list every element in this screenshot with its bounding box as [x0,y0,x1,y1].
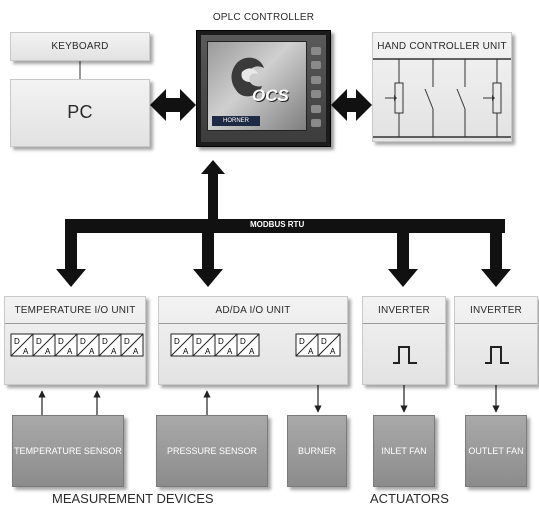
converter-bottom-label: A [111,347,117,356]
inverter-1-label: INVERTER [378,305,430,316]
adda-io-label: AD/DA I/O UNIT [215,305,291,316]
pc-label: PC [67,102,93,122]
temperature-io-label: TEMPERATURE I/O UNIT [14,305,136,316]
inverter-2-label: INVERTER [470,305,522,316]
inverter-2-box: INVERTER [454,296,538,385]
da-converter-icon: DA [317,333,341,357]
da-converter-icon: DA [170,333,194,357]
outlet-fan-box: OUTLET FAN [465,415,527,487]
keyboard-label: KEYBOARD [51,41,109,52]
da-converter-icon: DA [98,333,122,357]
controller-key [311,104,321,113]
modbus-bus [56,160,511,287]
converter-top-label: D [174,337,180,346]
da-converter-icon: DA [236,333,260,357]
converter-top-label: D [299,337,305,346]
temperature-io-divider [5,323,145,324]
da-converter-icon: DA [214,333,238,357]
converter-top-label: D [58,337,64,346]
pulse-icon [485,346,509,364]
converter-bottom-label: A [330,347,336,356]
temperature-sensor-box: TEMPERATURE SENSOR [12,415,124,487]
ocs-logo-icon [231,57,264,97]
controller-key [311,47,321,55]
converter-bottom-label: A [227,347,233,356]
controller-maker: HORNER [212,116,260,126]
burner-box: BURNER [287,415,347,487]
converter-bottom-label: A [308,347,314,356]
hand-controller-box: HAND CONTROLLER UNIT [372,32,512,142]
controller-key [311,118,321,127]
switch-schematic-icon [373,58,511,138]
controller-hand-arrow [331,89,372,121]
controller-screen: OCS HORNER [207,41,307,131]
pc-box: PC [10,79,150,147]
converter-top-label: D [102,337,108,346]
controller-key [311,61,321,70]
inverter-1-divider [363,323,445,324]
da-converter-icon: DA [54,333,78,357]
converter-bottom-label: A [67,347,73,356]
measurement-devices-caption: MEASUREMENT DEVICES [52,491,214,506]
oplc-controller: OCS HORNER [196,30,331,147]
da-converter-icon: DA [192,333,216,357]
actuators-caption: ACTUATORS [370,491,449,506]
bus-label: MODBUS RTU [250,220,305,229]
adda-io-divider [159,323,347,324]
da-converter-icon: DA [295,333,319,357]
converter-bottom-label: A [23,347,29,356]
converter-top-label: D [124,337,130,346]
converter-top-label: D [36,337,42,346]
converter-top-label: D [14,337,20,346]
converter-bottom-label: A [133,347,139,356]
controller-key [311,90,321,99]
da-converter-icon: DA [120,333,144,357]
converter-top-label: D [218,337,224,346]
converter-bottom-label: A [205,347,211,356]
da-converter-icon: DA [76,333,100,357]
converter-bottom-label: A [45,347,51,356]
controller-keypad [311,47,321,127]
hand-controller-label: HAND CONTROLLER UNIT [377,41,507,52]
inlet-fan-box: INLET FAN [373,415,435,487]
keyboard-box: KEYBOARD [10,32,150,61]
controller-title: OPLC CONTROLLER [212,12,315,23]
controller-bezel: OCS HORNER [201,35,326,142]
controller-key [311,75,321,84]
da-converter-icon: DA [32,333,56,357]
converter-top-label: D [80,337,86,346]
pressure-sensor-box: PRESSURE SENSOR [156,415,268,487]
inverter-1-box: INVERTER [362,296,446,385]
da-converter-icon: DA [10,333,34,357]
converter-top-label: D [240,337,246,346]
converter-top-label: D [196,337,202,346]
converter-bottom-label: A [183,347,189,356]
inverter-2-divider [455,323,537,324]
converter-bottom-label: A [249,347,255,356]
converter-top-label: D [321,337,327,346]
converter-bottom-label: A [89,347,95,356]
pulse-icon [393,346,417,364]
pc-controller-arrow [150,89,196,121]
controller-brand: OCS [252,86,289,105]
